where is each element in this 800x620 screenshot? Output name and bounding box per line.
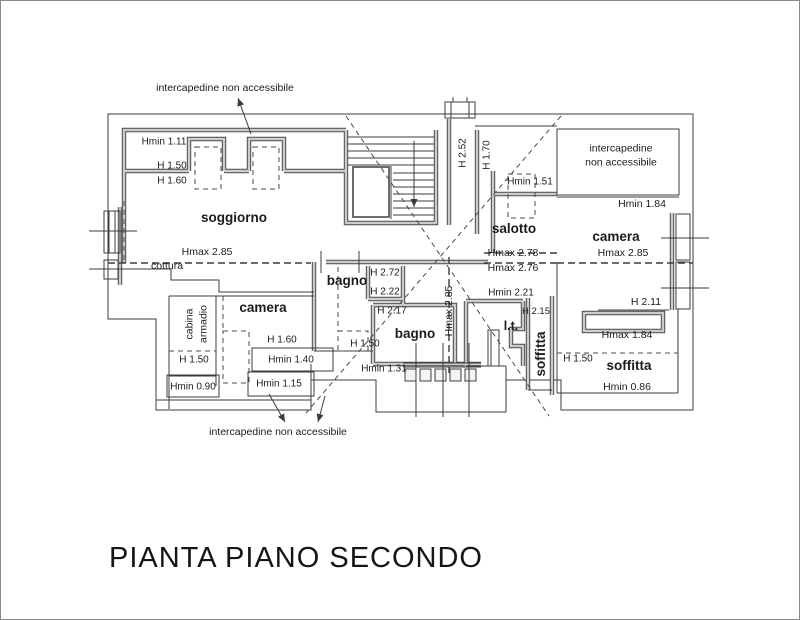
annotation-intercapedine-right: intercapedine non accessibile (585, 142, 657, 168)
chimney (444, 97, 476, 119)
label-hmin-1-40: Hmin 1.40 (268, 354, 314, 366)
leader-arrow-top (237, 97, 252, 135)
dashed-lines (108, 115, 693, 417)
intercapedine-right-box (556, 128, 680, 196)
window-right (661, 213, 709, 310)
room-camera-right: camera (592, 229, 640, 245)
room-soffitta-right: soffitta (606, 358, 652, 374)
partitions (124, 125, 680, 409)
label-h-2-11: H 2.11 (630, 296, 662, 309)
label-h-2-52: H 2.52 (457, 138, 469, 168)
room-bagno-1: bagno (326, 273, 368, 289)
label-hmin-2-21: Hmin 2.21 (488, 287, 534, 299)
room-cottura: cottura (150, 260, 184, 273)
label-hmin-1-84: Hmin 1.84 (618, 198, 666, 211)
label-h-1-60-soggiorno: H 1.60 (157, 175, 187, 187)
label-h-1-60-camera: H 1.60 (267, 334, 297, 346)
room-soggiorno: soggiorno (201, 210, 267, 226)
annotation-arrows (237, 97, 326, 423)
leader-arrow-bottom-1 (268, 393, 286, 423)
boiler (487, 329, 500, 367)
room-lt: l.t. (503, 318, 519, 333)
leader-arrow-bottom-2 (316, 395, 326, 423)
label-h-2-22: H 2.22 (370, 286, 400, 298)
room-camera-left: camera (239, 300, 287, 316)
window-left (89, 210, 139, 280)
room-cabina-armadio: cabina armadio (183, 305, 209, 343)
label-hmax-2-85-right: Hmax 2.85 (597, 247, 649, 260)
label-h-1-50-bagno: H 1.50 (350, 338, 380, 350)
room-salotto: salotto (491, 221, 537, 237)
label-hmin-1-51: Hmin 1.51 (507, 176, 553, 188)
label-h-1-50-soggiorno: H 1.50 (157, 160, 187, 172)
label-h-1-70: H 1.70 (481, 140, 493, 170)
label-hmin-1-11: Hmin 1.11 (141, 136, 187, 148)
label-h-1-50-soffitta: H 1.50 (563, 353, 593, 365)
eave-outline (107, 113, 694, 413)
plan-title: PIANTA PIANO SECONDO (109, 542, 483, 574)
label-hmax-2-78: Hmax 2.78 (487, 247, 539, 260)
label-hmax-2-76: Hmax 2.76 (487, 262, 539, 275)
annotation-intercapedine-top: intercapedine non accessibile (156, 82, 294, 95)
label-h-1-50-cabina: H 1.50 (179, 354, 209, 366)
balcony (403, 343, 481, 417)
label-hmin-0-90: Hmin 0.90 (170, 381, 216, 393)
stair-landing (352, 166, 390, 218)
label-hmin-1-15: Hmin 1.15 (256, 378, 302, 390)
label-h-2-15: H 2.15 (522, 305, 550, 317)
label-hmax-2-85-vertical: Hmax 2.85 (443, 285, 456, 337)
room-soffitta-vertical: soffitta (533, 331, 549, 377)
label-hmin-0-86: Hmin 0.86 (603, 381, 651, 394)
room-bagno-2: bagno (394, 326, 436, 342)
annotation-intercapedine-bottom: intercapedine non accessibile (209, 426, 347, 439)
walls (117, 119, 675, 395)
label-hmin-1-31: Hmin 1.31 (361, 363, 407, 375)
label-h-2-72: H 2.72 (370, 267, 400, 279)
label-h-2-17: H 2.17 (377, 305, 407, 317)
label-hmax-2-85-left: Hmax 2.85 (181, 246, 233, 259)
staircase (348, 136, 434, 219)
label-hmax-1-84: Hmax 1.84 (601, 329, 653, 342)
